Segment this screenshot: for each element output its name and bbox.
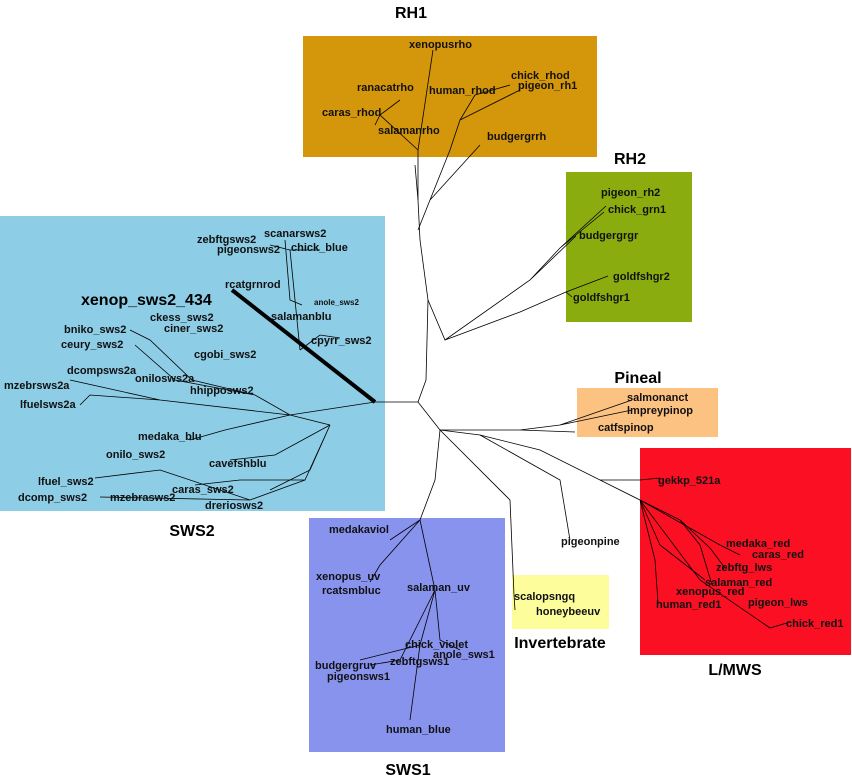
leaf-label: mzebrsws2a: [4, 380, 70, 392]
leaf-label: cgobi_sws2: [194, 349, 256, 361]
tree-branches: [69, 49, 791, 721]
leaf-label: human_rhod: [429, 85, 496, 97]
leaf-label: onilosws2a: [135, 373, 195, 385]
leaf-label: pigeon_rh2: [601, 187, 660, 199]
leaf-label: chick_grn1: [608, 204, 666, 216]
leaf-label: pigeonpine: [561, 536, 620, 548]
leaf-label: human_red1: [656, 599, 721, 611]
leaf-label: mzebrasws2: [110, 492, 175, 504]
rh2-group-box: [566, 172, 692, 322]
sws1-group-title: SWS1: [385, 762, 430, 779]
leaf-label: caras_rhod: [322, 107, 381, 119]
leaf-label: cavefshblu: [209, 458, 266, 470]
sws1-group-box: [309, 518, 505, 752]
leaf-label: dcomp_sws2: [18, 492, 87, 504]
rh2-group-title: RH2: [614, 151, 646, 168]
leaf-label: salaman_red: [705, 577, 772, 589]
sws2-group-title: SWS2: [169, 523, 214, 540]
invertebrate-group-title: Invertebrate: [514, 635, 606, 652]
highlighted-leaf-label: xenop_sws2_434: [81, 292, 212, 309]
backbone-branch: [375, 164, 441, 431]
leaf-label: hhipposws2: [190, 385, 254, 397]
leaf-label: rcatsmbluc: [322, 585, 381, 597]
sws2-group-box: [0, 216, 385, 511]
leaf-label: caras_sws2: [172, 484, 234, 496]
leaf-label: onilo_sws2: [106, 449, 165, 461]
leaf-label: lmpreypinop: [627, 405, 693, 417]
leaf-label: anole_sws2: [314, 298, 359, 307]
rh1-clade-branches: [374, 49, 521, 231]
sws1-clade-branches: [359, 429, 461, 721]
leaf-label: ciner_sws2: [164, 323, 223, 335]
leaf-label: pigeonsws2: [217, 244, 280, 256]
leaf-label: goldfshgr1: [573, 292, 630, 304]
leaf-label: pigeon_lws: [748, 597, 808, 609]
leaf-label: pigeonsws1: [327, 671, 390, 683]
leaf-label: catfspinop: [598, 422, 654, 434]
invertebrate-clade-branches: [439, 429, 516, 611]
leaf-label: scalopsngq: [514, 591, 575, 603]
rh1-group-box: [303, 36, 597, 157]
leaf-label: salaman_uv: [407, 582, 471, 594]
leaf-label: chick_red1: [786, 618, 843, 630]
leaf-label: zebftgsws1: [390, 656, 449, 668]
rh1-group-title: RH1: [395, 5, 427, 22]
lmws-group-box: [640, 448, 851, 655]
leaf-label: zebftgsws2: [197, 234, 256, 246]
leaf-label: honeybeeuv: [536, 606, 601, 618]
leaf-label: budgergrrh: [487, 131, 547, 143]
leaf-label: medakaviol: [329, 524, 389, 536]
lmws-clade-branches: [439, 429, 791, 629]
leaf-label: ckess_sws2: [150, 312, 214, 324]
leaf-label: gekkp_521a: [658, 475, 721, 487]
pineal-group-title: Pineal: [614, 370, 661, 387]
leaf-label: salamanrho: [378, 125, 440, 137]
leaf-label: anole_sws1: [433, 649, 495, 661]
leaf-label: lfuelsws2a: [20, 399, 77, 411]
leaf-label: lfuel_sws2: [38, 476, 94, 488]
leaf-label: budgergruv: [315, 660, 377, 672]
pineal-group-box: [577, 388, 718, 437]
leaf-label: chick_blue: [291, 242, 348, 254]
leaf-label: caras_red: [752, 549, 804, 561]
leaf-label: goldfshgr2: [613, 271, 670, 283]
leaf-label: ceury_sws2: [61, 339, 123, 351]
rh2-clade-branches: [427, 205, 609, 341]
leaf-label: human_blue: [386, 724, 451, 736]
leaf-label: chick_violet: [405, 639, 468, 651]
leaf-label: salmonanct: [627, 392, 688, 404]
leaf-label: salamanblu: [271, 311, 332, 323]
leaf-label: chick_rhod: [511, 70, 570, 82]
leaf-label: scanarsws2: [264, 228, 326, 240]
leaf-label: medaka_red: [726, 538, 790, 550]
leaf-label: rcatgrnrod: [225, 279, 281, 291]
leaf-label: ranacatrho: [357, 82, 414, 94]
leaf-label: xenopus_uv: [316, 571, 381, 583]
leaf-label: dcompsws2a: [67, 365, 137, 377]
leaf-label: bniko_sws2: [64, 324, 126, 336]
leaf-label: zebftg_lws: [716, 562, 772, 574]
leaf-label: cpyrr_sws2: [311, 335, 372, 347]
xenop-sws2-434-branch: [230, 288, 377, 404]
pigeonpine-branch: [479, 434, 571, 541]
pineal-clade-branches: [440, 399, 633, 433]
leaf-label: xenopusrho: [409, 39, 472, 51]
lmws-group-title: L/MWS: [708, 662, 762, 679]
sws2-clade-branches: [69, 239, 376, 501]
leaf-label: dreriosws2: [205, 500, 263, 512]
leaf-label: medaka_blu: [138, 431, 202, 443]
leaf-label: budgergrgr: [579, 230, 639, 242]
leaf-label: pigeon_rh1: [518, 80, 577, 92]
leaf-label: xenopus_red: [676, 586, 744, 598]
invertebrate-group-box: [512, 575, 609, 629]
